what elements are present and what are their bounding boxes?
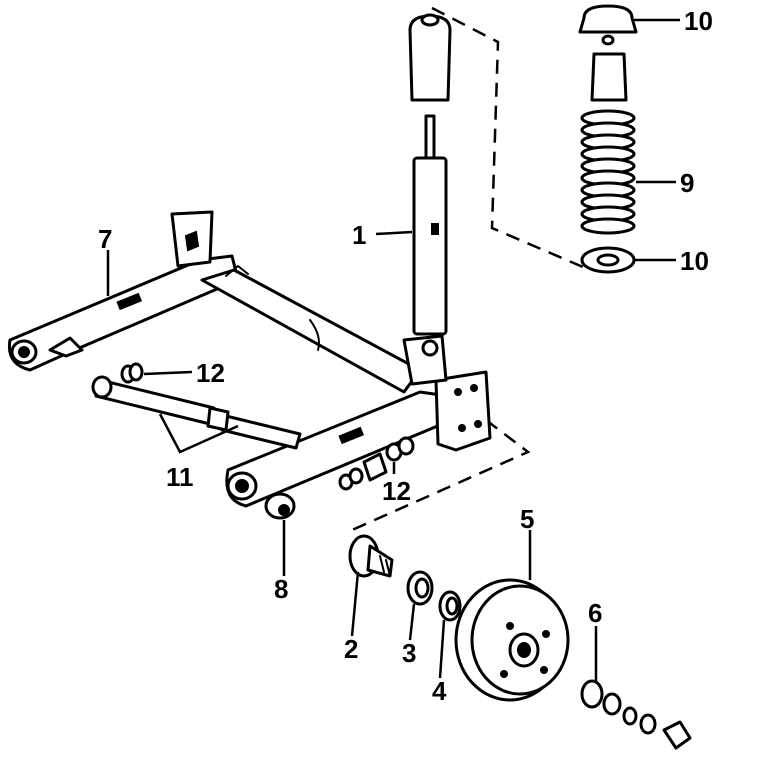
plate-bolt-1 [454,388,462,396]
leader-lines [106,18,680,682]
bushings [120,362,415,491]
left-trailing-arm [7,254,240,372]
right-spindle-plate [434,370,492,452]
cross-beam [200,268,422,394]
axle-beam [7,210,492,508]
bushing-12b-2 [348,467,364,485]
callout-11: 11 [166,462,194,492]
callout-1: 1 [352,220,366,250]
callout-12-bottom: 12 [382,476,411,506]
callout-labels: 1 2 3 4 5 6 7 8 9 10 10 11 12 12 [98,6,713,706]
callout-10-top: 10 [684,6,713,36]
dashed-group-lines [351,6,591,532]
callout-7: 7 [98,224,112,254]
shock-label-mark [431,223,439,235]
brake-drum-bore [517,642,531,658]
right-arm-bushing-hole [235,479,249,493]
callout-6: 6 [588,598,602,628]
dashed-line-hub [351,419,531,532]
coil-spring-assembly [578,4,638,274]
tie-bar-assembly [91,375,302,450]
callout-9: 9 [680,168,694,198]
spring-coils [580,109,636,235]
tie-bar-sleeve [206,406,230,432]
thrust-washer [602,692,622,716]
right-arm-slot [338,426,364,445]
leader-4 [438,619,446,679]
pivot-bushing-hole [278,504,290,516]
bushing-12b-4 [397,436,415,456]
shock-body [412,156,448,336]
callout-4: 4 [432,676,447,706]
shock-dust-boot [408,14,452,102]
shock-absorber [408,13,452,336]
callout-10-bottom: 10 [680,246,709,276]
leader-1 [375,230,413,236]
leader-11 [158,413,239,454]
callout-2: 2 [344,634,358,664]
leader-12a [143,370,193,376]
bushing-12a-2 [128,362,144,382]
hub-parts [348,534,692,750]
upper-spring-seat [578,4,638,34]
callout-3: 3 [402,638,416,668]
left-arm-bracket [48,336,84,358]
plate-bolt-2 [470,384,478,392]
bushing-12b-sleeve [362,452,388,482]
shock-piston-rod [424,114,436,162]
inner-bearing-inner [414,577,430,599]
callout-8: 8 [274,574,288,604]
left-arm-bushing-hole [18,346,30,358]
seal-inner [445,596,459,616]
shock-boot-cap [420,13,440,27]
grease-cap [662,720,692,750]
lower-seat-center [596,253,620,267]
cross-beam-weld [225,264,249,277]
leader-3 [408,603,416,641]
callout-5: 5 [520,504,534,534]
spring-coil [580,217,636,235]
drum-stud-1 [506,622,514,630]
left-arm-slot [116,292,142,311]
left-mount-hole [184,230,200,252]
outer-bearing [580,679,604,709]
spindle-nut [622,706,638,726]
drum-stud-3 [540,666,548,674]
tie-bar-right [220,414,302,450]
tie-bar-left-eye [91,375,113,399]
right-trailing-arm [225,390,454,508]
dashed-line-strut-spring [431,6,591,272]
plate-bolt-4 [474,420,482,428]
drum-stud-4 [500,670,508,678]
stub-axle-thread [379,555,391,577]
leader-2 [350,571,360,637]
cross-beam-seam [309,319,320,351]
callout-12-top: 12 [196,358,225,388]
pivot-bushing [264,492,296,520]
drum-stud-2 [542,630,550,638]
shock-lower-eye [421,339,439,357]
bump-stop [590,52,628,102]
upper-seat-stud [601,34,615,46]
nut-lock [639,713,657,735]
plate-bolt-3 [458,424,466,432]
